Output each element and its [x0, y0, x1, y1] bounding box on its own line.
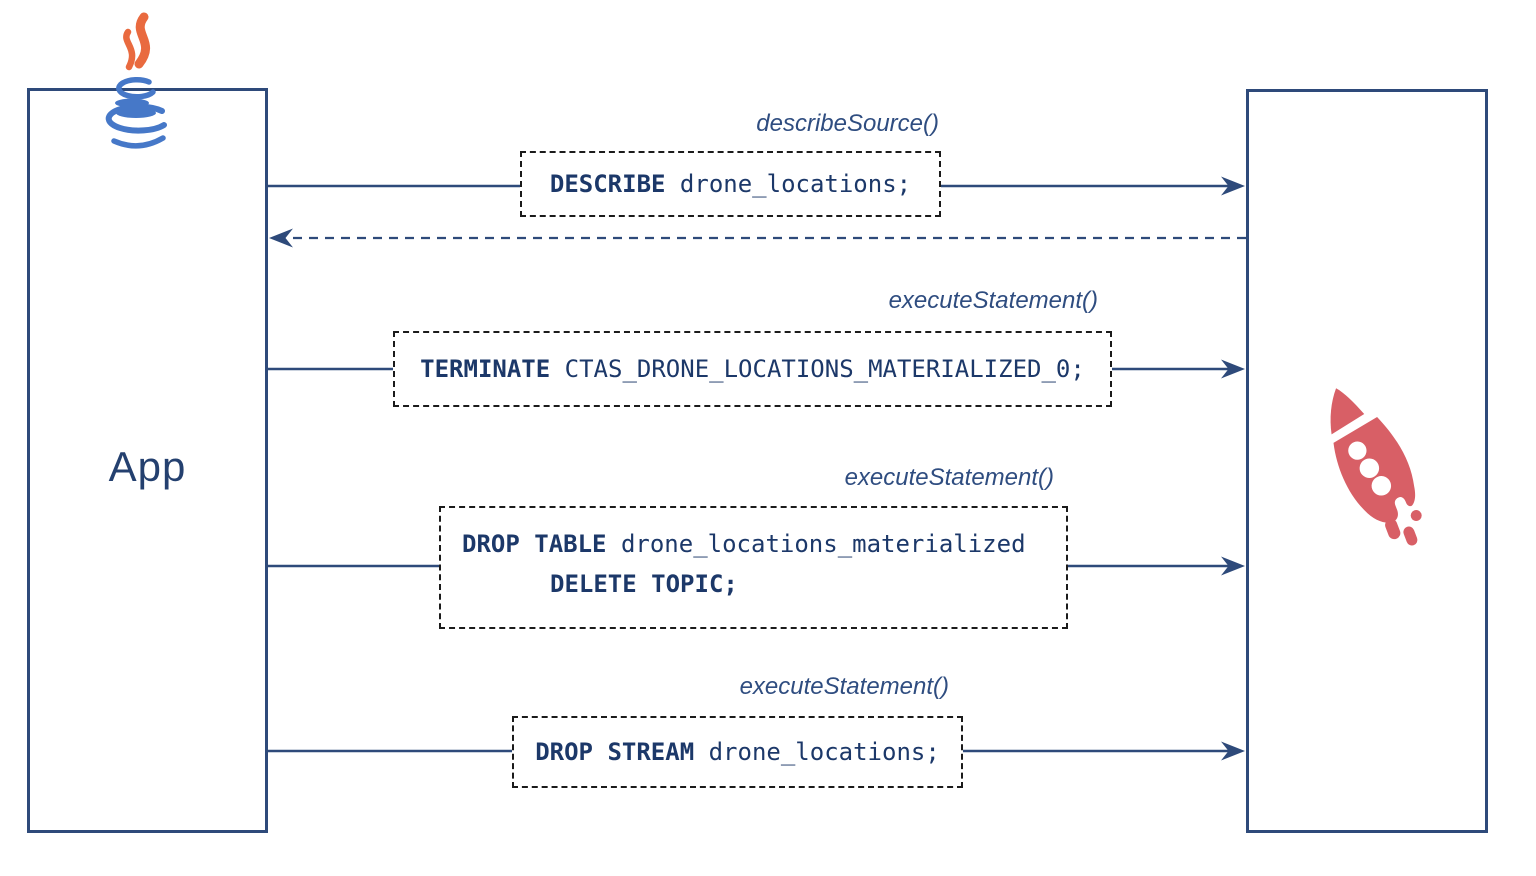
sql-statement-line-2: DELETE TOPIC;	[550, 570, 738, 598]
sql-box-drop-table: DROP TABLE drone_locations_materialized …	[439, 506, 1068, 629]
sql-box-drop-stream: DROP STREAM drone_locations;	[512, 716, 963, 788]
sql-statement: DESCRIBE drone_locations;	[549, 170, 912, 198]
sql-statement-line-1: DROP TABLE drone_locations_materialized	[462, 530, 1026, 558]
java-logo-icon	[105, 12, 167, 149]
method-label-execute-statement-3: executeStatement()	[739, 673, 949, 700]
arrowhead-right-1	[1221, 176, 1245, 196]
method-label-execute-statement-1: executeStatement()	[888, 287, 1098, 314]
sql-statement: TERMINATE CTAS_DRONE_LOCATIONS_MATERIALI…	[420, 355, 1085, 383]
rocket-exhaust-drip-2	[1403, 526, 1418, 546]
method-label-describe-source: describeSource()	[756, 110, 939, 137]
rocket-icon	[1330, 388, 1422, 546]
arrowhead-left-reply	[269, 228, 293, 248]
rocket-exhaust-dot	[1410, 510, 1422, 521]
method-label-execute-statement-2: executeStatement()	[844, 464, 1054, 491]
app-actor-label: App	[108, 443, 187, 490]
rocket-nose	[1330, 388, 1365, 435]
arrowhead-right-2	[1221, 359, 1245, 379]
rocket-porthole-2	[1359, 458, 1380, 478]
rocket-porthole-1	[1348, 441, 1367, 460]
arrowhead-right-3	[1221, 556, 1245, 576]
arrowhead-right-4	[1221, 741, 1245, 761]
sql-box-terminate: TERMINATE CTAS_DRONE_LOCATIONS_MATERIALI…	[393, 331, 1112, 407]
sql-statement: DROP STREAM drone_locations;	[535, 738, 940, 766]
rocket-porthole-3	[1371, 476, 1392, 496]
server-actor-box	[1246, 89, 1488, 833]
app-actor-box: App	[27, 12, 268, 833]
rocket-exhaust-drip	[1385, 519, 1401, 540]
sql-box-describe: DESCRIBE drone_locations;	[520, 151, 941, 217]
